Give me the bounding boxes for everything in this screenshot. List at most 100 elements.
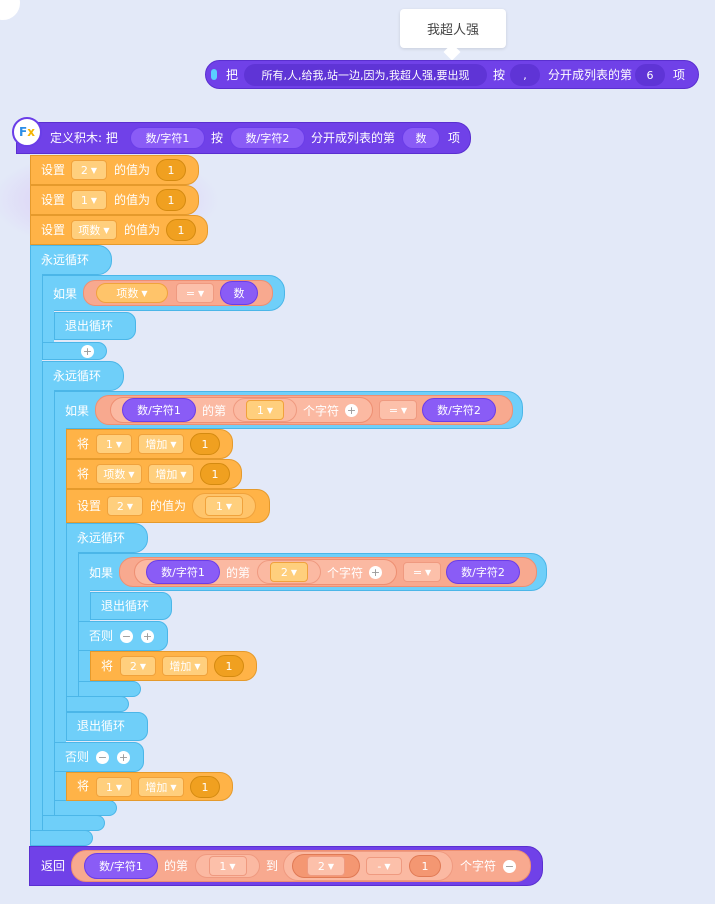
input-index[interactable]: 6 [635,64,665,86]
caret-down-icon: ▼ [425,567,432,577]
corner-decoration [0,0,20,20]
input-separator[interactable]: , [510,64,540,86]
label-break: 退出循环 [101,599,150,613]
caret-down-icon: ▼ [401,405,408,415]
label-set: 设置 [77,499,102,513]
var-dropdown[interactable]: 1▼ [71,190,107,210]
forever-loop-2-bottom [42,815,105,831]
break-block-1[interactable] [54,312,136,340]
caret-down-icon: ▼ [229,861,236,871]
param-str2[interactable]: 数/字符2 [230,127,305,149]
caret-down-icon: ▼ [128,469,135,479]
value-input[interactable]: 1 [200,463,230,485]
param-num[interactable]: 数 [402,127,440,149]
var-dropdown[interactable]: 1▼ [96,434,132,454]
label-to: 的值为 [114,193,151,207]
index-input[interactable]: 2▼ [257,560,321,584]
label-if: 如果 [53,287,78,301]
minus-icon[interactable]: − [120,630,133,643]
value-input[interactable]: 1 [166,219,196,241]
break-block-2[interactable] [90,592,172,620]
var-dropdown[interactable]: 1▼ [96,777,132,797]
from-dropdown[interactable]: 1▼ [208,856,247,876]
plus-icon[interactable]: + [117,751,130,764]
operator-dropdown[interactable]: =▼ [176,283,214,303]
label-char: 个字符 [303,404,340,418]
var-dropdown[interactable]: 项数▼ [71,220,117,240]
value-input[interactable]: 1 [190,433,220,455]
label-set: 设置 [41,193,66,207]
var-dropdown[interactable]: 2▼ [107,496,143,516]
param-reporter[interactable]: 数/字符1 [122,398,196,422]
param-reporter[interactable]: 数 [220,281,258,305]
var-dropdown[interactable]: 项数▼ [96,464,142,484]
forever-loop-3[interactable] [66,523,148,553]
value-input[interactable]: 1 [156,159,186,181]
caret-down-icon: ▼ [290,567,298,577]
b-input[interactable]: 1 [409,855,441,877]
label-define: 定义积木: 把 [50,131,118,145]
label-if: 如果 [89,566,114,580]
input-string[interactable]: 所有,人,给我,站一边,因为,我超人强,要出现 [244,64,487,86]
minus-icon[interactable]: − [503,860,516,873]
param-reporter[interactable]: 数/字符1 [146,560,220,584]
label-change: 将 [77,779,90,793]
caret-down-icon: ▼ [266,405,274,415]
a-dropdown[interactable]: 2▼ [307,856,345,876]
minus-icon[interactable]: − [96,751,109,764]
plus-icon[interactable]: + [81,345,94,358]
plus-icon[interactable]: + [345,404,358,417]
value-input[interactable]: 1▼ [192,493,256,519]
caret-down-icon: ▼ [327,861,335,871]
label-return: 返回 [41,859,66,873]
a-input[interactable]: 2▼ [292,854,360,878]
caret-down-icon: ▼ [139,661,147,671]
forever-loop-2[interactable] [42,361,124,391]
label-ba: 把 [226,68,239,82]
label-to: 的值为 [114,163,151,177]
var-reporter[interactable]: 项数▼ [96,283,168,303]
caret-down-icon: ▼ [225,501,233,511]
var-dropdown[interactable]: 2▼ [71,160,107,180]
forever-loop-3-bottom [66,696,129,712]
var-dropdown[interactable]: 2▼ [120,656,156,676]
forever-loop-2-arm [42,386,54,816]
forever-loop-1[interactable] [30,245,112,275]
operator-dropdown[interactable]: =▼ [379,400,417,420]
param-reporter[interactable]: 数/字符2 [446,560,520,584]
operator-dropdown[interactable]: =▼ [403,562,441,582]
forever-loop-1-bottom [30,830,93,846]
param-str1[interactable]: 数/字符1 [130,127,205,149]
caret-down-icon: ▼ [198,288,205,298]
plus-icon[interactable]: + [141,630,154,643]
from-input[interactable]: 1▼ [195,854,260,878]
index-dropdown[interactable]: 1▼ [246,400,284,420]
break-block-3[interactable] [66,712,148,741]
op-dropdown[interactable]: 增加▼ [138,777,184,797]
value-input[interactable]: 1 [190,776,220,798]
operator-dropdown[interactable]: -▼ [366,857,402,875]
caret-down-icon: ▼ [141,288,148,298]
caret-down-icon: ▼ [384,861,391,871]
if-block-2-bottom [54,800,117,816]
label-an: 按 [493,68,506,82]
forever-loop-3-arm [66,548,78,698]
value-input[interactable]: 1 [156,189,186,211]
index-input[interactable]: 1▼ [233,398,297,422]
label-di: 的第 [164,859,189,873]
label-change: 将 [77,437,90,451]
label-set: 设置 [41,163,66,177]
label-break: 退出循环 [65,319,114,333]
op-dropdown[interactable]: 增加▼ [148,464,194,484]
param-reporter[interactable]: 数/字符1 [84,853,158,879]
label-to: 的值为 [124,223,161,237]
label-an: 按 [211,131,224,145]
plus-icon[interactable]: + [369,566,382,579]
value-input[interactable]: 1 [214,655,244,677]
caret-down-icon: ▼ [90,195,98,205]
op-dropdown[interactable]: 增加▼ [138,434,184,454]
op-dropdown[interactable]: 增加▼ [162,656,208,676]
param-reporter[interactable]: 数/字符2 [422,398,496,422]
index-dropdown[interactable]: 2▼ [270,562,308,582]
value-dropdown[interactable]: 1▼ [205,496,243,516]
